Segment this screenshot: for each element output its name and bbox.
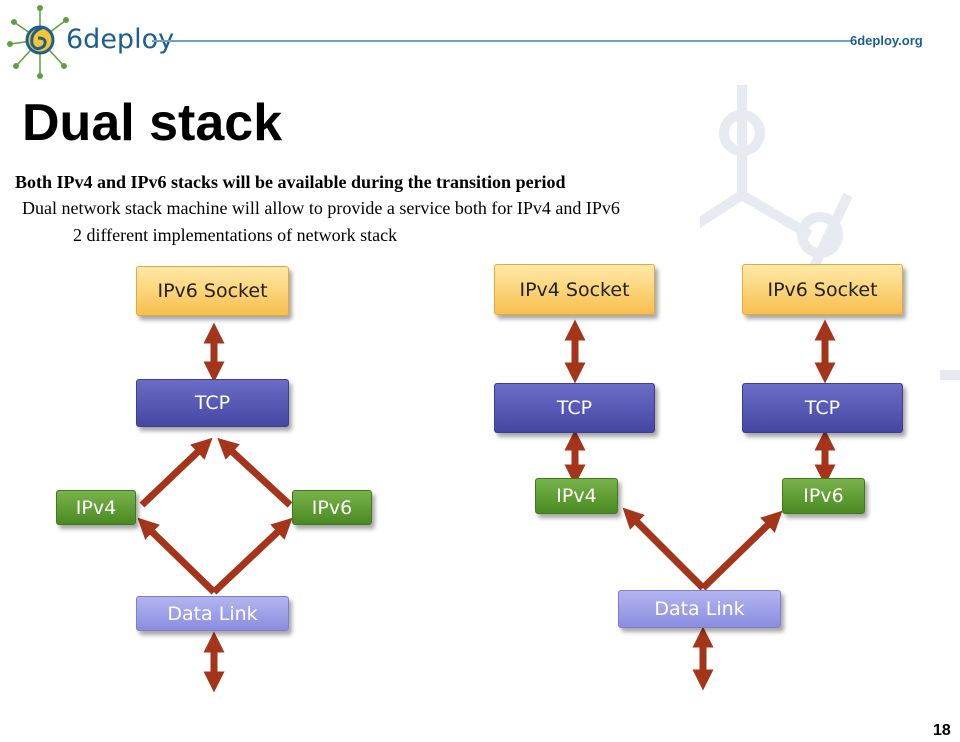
right-tcp-v6-box: TCP bbox=[742, 383, 903, 433]
bullet-1: Both IPv4 and IPv6 stacks will be availa… bbox=[15, 172, 566, 192]
right-ipv6-box: IPv6 bbox=[782, 478, 865, 514]
right-ipv4-box: IPv4 bbox=[535, 478, 618, 514]
left-tcp-box: TCP bbox=[136, 379, 289, 427]
right-ipv4-socket-box: IPv4 Socket bbox=[494, 264, 655, 315]
site-url: 6deploy.org bbox=[850, 33, 923, 48]
6deploy-logo-icon bbox=[7, 5, 69, 79]
slide-header: 6deploy 6deploy.org bbox=[0, 0, 960, 85]
bullet-2: Dual network stack machine will allow to… bbox=[22, 198, 620, 218]
arrow-right-dl-ipv6 bbox=[700, 510, 783, 591]
page-number: 18 bbox=[933, 722, 951, 739]
left-ipv6-socket-box: IPv6 Socket bbox=[136, 266, 289, 316]
arrow-left-ipv4-tcp bbox=[139, 437, 213, 508]
left-ipv6-box: IPv6 bbox=[292, 490, 372, 525]
arrow-left-dl-ipv6 bbox=[211, 517, 293, 595]
right-datalink-box: Data Link bbox=[618, 590, 781, 628]
left-ipv4-box: IPv4 bbox=[56, 490, 136, 525]
background-watermark bbox=[700, 85, 960, 380]
right-ipv6-socket-box: IPv6 Socket bbox=[742, 264, 903, 315]
left-datalink-box: Data Link bbox=[136, 596, 289, 631]
right-tcp-v4-box: TCP bbox=[494, 383, 655, 433]
bullet-3: 2 different implementations of network s… bbox=[73, 225, 398, 245]
arrow-left-ipv6-tcp bbox=[217, 437, 293, 508]
arrow-left-dl-ipv4 bbox=[137, 517, 217, 595]
logo-text: 6deploy bbox=[66, 24, 175, 55]
header-divider bbox=[152, 40, 852, 42]
arrow-right-dl-ipv4 bbox=[622, 507, 706, 591]
slide-title: Dual stack bbox=[22, 94, 283, 152]
